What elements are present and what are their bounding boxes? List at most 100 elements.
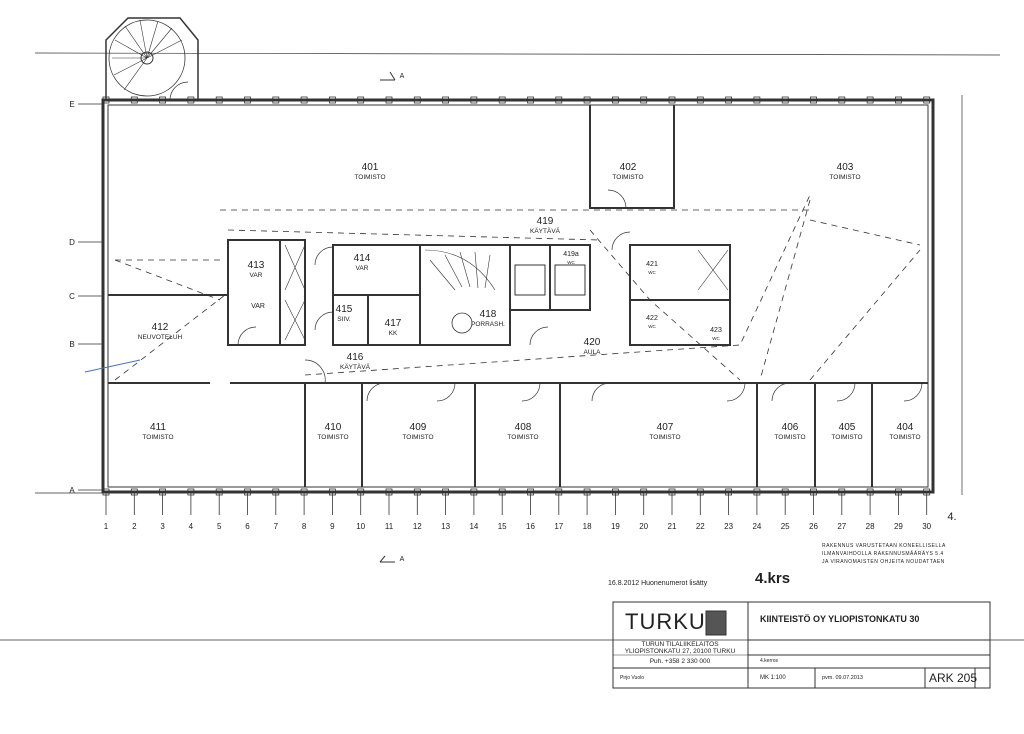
column-marker: [555, 96, 563, 104]
sheet-description: 4.kerros: [760, 658, 779, 664]
room-name: TOIMISTO: [612, 174, 644, 181]
column-axis-label: 17: [554, 522, 564, 531]
column-marker: [130, 96, 138, 104]
column-axis-label: 5: [216, 522, 222, 531]
column-marker: [527, 488, 534, 496]
column-axis-label: 30: [922, 522, 932, 531]
column-marker: [668, 96, 676, 104]
column-marker: [328, 96, 336, 104]
section-marker-top: A: [399, 73, 405, 80]
column-axis-label: 19: [610, 522, 620, 531]
column-marker: [895, 488, 902, 496]
column-marker: [866, 488, 874, 496]
column-axis-label: 27: [837, 522, 847, 531]
column-marker: [470, 96, 478, 104]
room-name: TOIMISTO: [142, 434, 174, 441]
room-name: TOIMISTO: [831, 434, 863, 441]
column-marker: [866, 96, 874, 104]
room-number: 401: [361, 162, 379, 173]
column-axis-label: 29: [893, 522, 903, 531]
column-marker: [527, 96, 534, 104]
row-axis-label: D: [69, 238, 75, 247]
note-line: RAKENNUS VARUSTETAAN KONEELLISELLA: [822, 543, 946, 549]
column-marker: [696, 488, 704, 496]
column-axis-label: 18: [582, 522, 592, 531]
room-name: PORRASH.: [471, 321, 505, 328]
room-number: 410: [324, 422, 342, 433]
column-marker: [753, 488, 761, 496]
column-axis-label: 14: [469, 522, 479, 531]
column-marker: [923, 488, 931, 496]
org-name: TURUN TILALIIKELAITOS: [641, 641, 719, 648]
room-name: VAR: [249, 272, 263, 279]
column-marker: [215, 96, 223, 104]
room-number: 417: [384, 318, 402, 329]
column-axis-label: 22: [695, 522, 705, 531]
room-number: 405: [838, 422, 856, 433]
room-number: 411: [150, 422, 166, 433]
room-number: 421: [646, 261, 658, 268]
room-name: KÄYTÄVÄ: [340, 364, 370, 371]
column-axis-label: 28: [865, 522, 875, 531]
column-marker: [555, 488, 563, 496]
column-marker: [413, 488, 421, 496]
column-axis-label: 4: [188, 522, 194, 531]
column-axis-label: 13: [441, 522, 451, 531]
org-phone: Puh. +358 2 330 000: [649, 658, 711, 665]
column-marker: [640, 488, 648, 496]
column-marker: [668, 488, 676, 496]
column-axis-label: 15: [497, 522, 507, 531]
row-axis-label: C: [69, 292, 75, 301]
room-name: WC: [648, 324, 656, 329]
column-marker: [781, 488, 789, 496]
revision-note: 16.8.2012 Huonenumerot lisätty: [608, 580, 708, 587]
room-number: 404: [896, 422, 914, 433]
drawing-number: ARK 205: [929, 671, 978, 685]
column-marker: [753, 96, 761, 104]
turku-logo-text: TURKU: [625, 609, 706, 634]
room-name: WC: [567, 260, 575, 265]
column-marker: [187, 488, 195, 496]
column-marker: [385, 96, 393, 104]
room-name: TOIMISTO: [354, 174, 386, 181]
column-marker: [612, 96, 619, 104]
column-marker: [612, 488, 619, 496]
room-number: 412: [151, 322, 169, 333]
column-marker: [498, 488, 506, 496]
room-name: SIIV.: [337, 316, 351, 323]
column-marker: [838, 488, 846, 496]
room-number: 407: [656, 422, 674, 433]
room-name: AULA: [583, 349, 601, 356]
column-marker: [300, 96, 308, 104]
column-axis-label: 12: [412, 522, 422, 531]
column-axis-label: 1: [103, 522, 109, 531]
room-413-secondary-label: VAR: [251, 303, 265, 310]
room-name: VAR: [355, 265, 369, 272]
room-number: 415: [335, 304, 353, 315]
column-marker: [470, 488, 478, 496]
room-number: 419a: [563, 251, 579, 258]
column-marker: [385, 488, 393, 496]
column-axis-label: 10: [356, 522, 366, 531]
room-name: WC: [648, 270, 656, 275]
room-name: NEUVOTELUH: [137, 334, 183, 341]
room-number: 408: [514, 422, 532, 433]
column-marker: [640, 96, 648, 104]
room-number: 416: [346, 352, 364, 363]
column-marker: [357, 96, 365, 104]
column-marker: [696, 96, 704, 104]
room-number: 423: [710, 327, 722, 334]
column-marker: [810, 488, 817, 496]
column-marker: [328, 488, 336, 496]
